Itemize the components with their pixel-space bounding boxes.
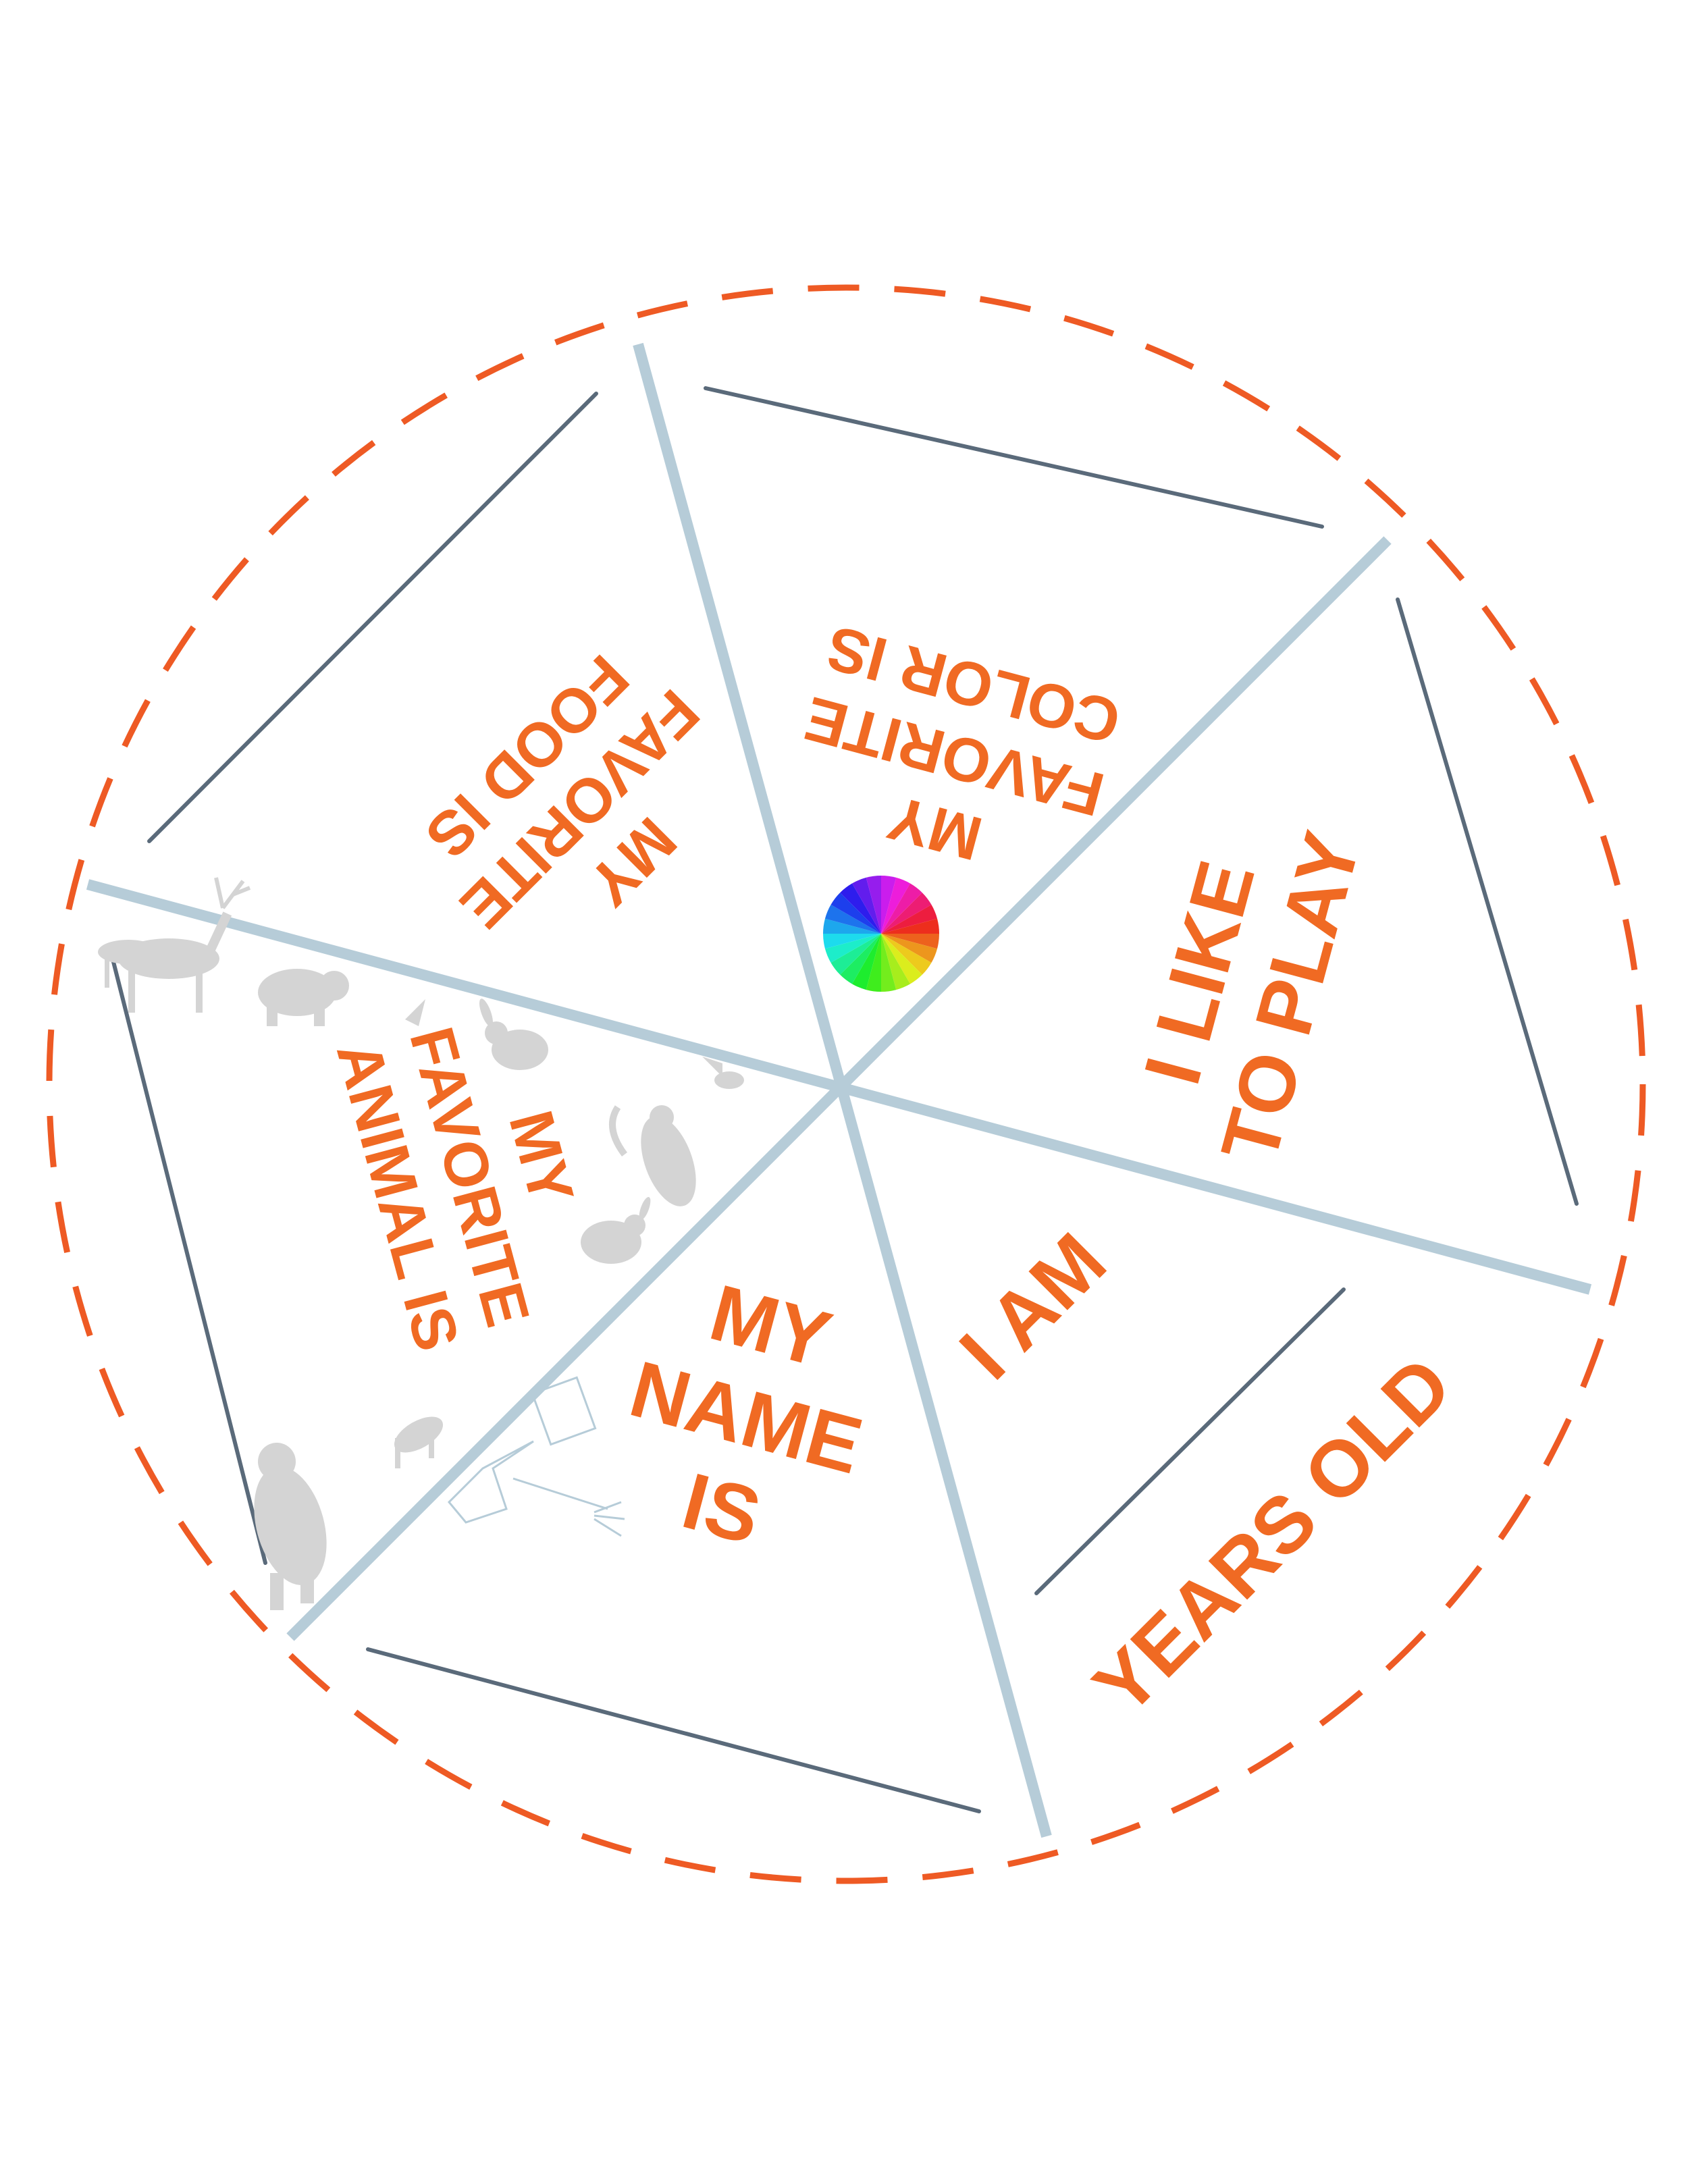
color-wheel-wedge (881, 876, 897, 934)
color-wheel-wedge (881, 934, 939, 949)
color-wheel-wedge (881, 918, 939, 934)
label-age-suffix: YEARS OLD (1077, 1340, 1469, 1732)
bear-icon (258, 969, 349, 1026)
label-food: MY FAVORITE FOOD IS (413, 642, 712, 942)
color-wheel-wedge (830, 934, 881, 975)
write-line-name (366, 1647, 981, 1813)
color-wheel-wedge (881, 934, 938, 963)
write-line-play (1396, 597, 1579, 1206)
color-wheel-wedge (852, 877, 881, 934)
write-line-food (147, 392, 598, 843)
color-wheel-wedge (840, 934, 881, 984)
color-wheel-wedge (881, 877, 910, 934)
bear-icon (254, 1443, 327, 1610)
color-wheel-wedge (830, 893, 881, 934)
color-wheel-wedge (866, 876, 881, 934)
color-wheel-wedge (881, 934, 910, 990)
write-line-age (1034, 1287, 1346, 1595)
divider-line-3 (86, 879, 1592, 1295)
stick-figure-icon (447, 1376, 625, 1537)
color-wheel-wedge (840, 883, 881, 934)
write-line-animal (108, 947, 267, 1565)
color-wheel-wedge (881, 893, 932, 934)
bird-icon (702, 1057, 744, 1089)
color-wheel-wedge (881, 934, 897, 992)
write-line-color (704, 386, 1324, 529)
age-prompt-text: I AM (943, 1217, 1123, 1396)
label-name: MY NAME IS (621, 1268, 871, 1562)
bird-icon (405, 999, 425, 1026)
rabbit-icon (581, 1196, 651, 1264)
animal-silhouettes (98, 877, 744, 1610)
color-wheel-wedge (823, 918, 881, 934)
name-line-3: IS (674, 1456, 770, 1562)
deer-icon (118, 877, 251, 1013)
color-wheel-wedge (823, 934, 881, 949)
fox-icon (394, 1416, 444, 1468)
color-wheel-wedge (852, 934, 881, 990)
color-wheel-wedge (824, 934, 881, 963)
rabbit-icon (479, 998, 548, 1070)
color-wheel-wedge (824, 905, 881, 934)
write-in-lines (108, 386, 1579, 1813)
deer-icon (98, 940, 159, 988)
segment-dividers (86, 342, 1592, 1838)
color-wheel-icon (823, 876, 939, 992)
age-suffix-text: YEARS OLD (1077, 1340, 1469, 1732)
cat-icon (609, 1105, 696, 1206)
label-animal: MY FAVORITE ANIMAL IS (323, 1020, 587, 1358)
color-wheel-wedge (866, 934, 881, 992)
label-age-prompt: I AM (943, 1217, 1123, 1396)
color-wheel-wedge (881, 905, 938, 934)
color-wheel-wedge (881, 934, 922, 984)
color-wheel-wedge (881, 883, 922, 934)
color-wheel-wedge (881, 934, 932, 975)
label-play: I LIKE TO PLAY (1128, 823, 1377, 1171)
cut-line-circle (46, 284, 1646, 1884)
